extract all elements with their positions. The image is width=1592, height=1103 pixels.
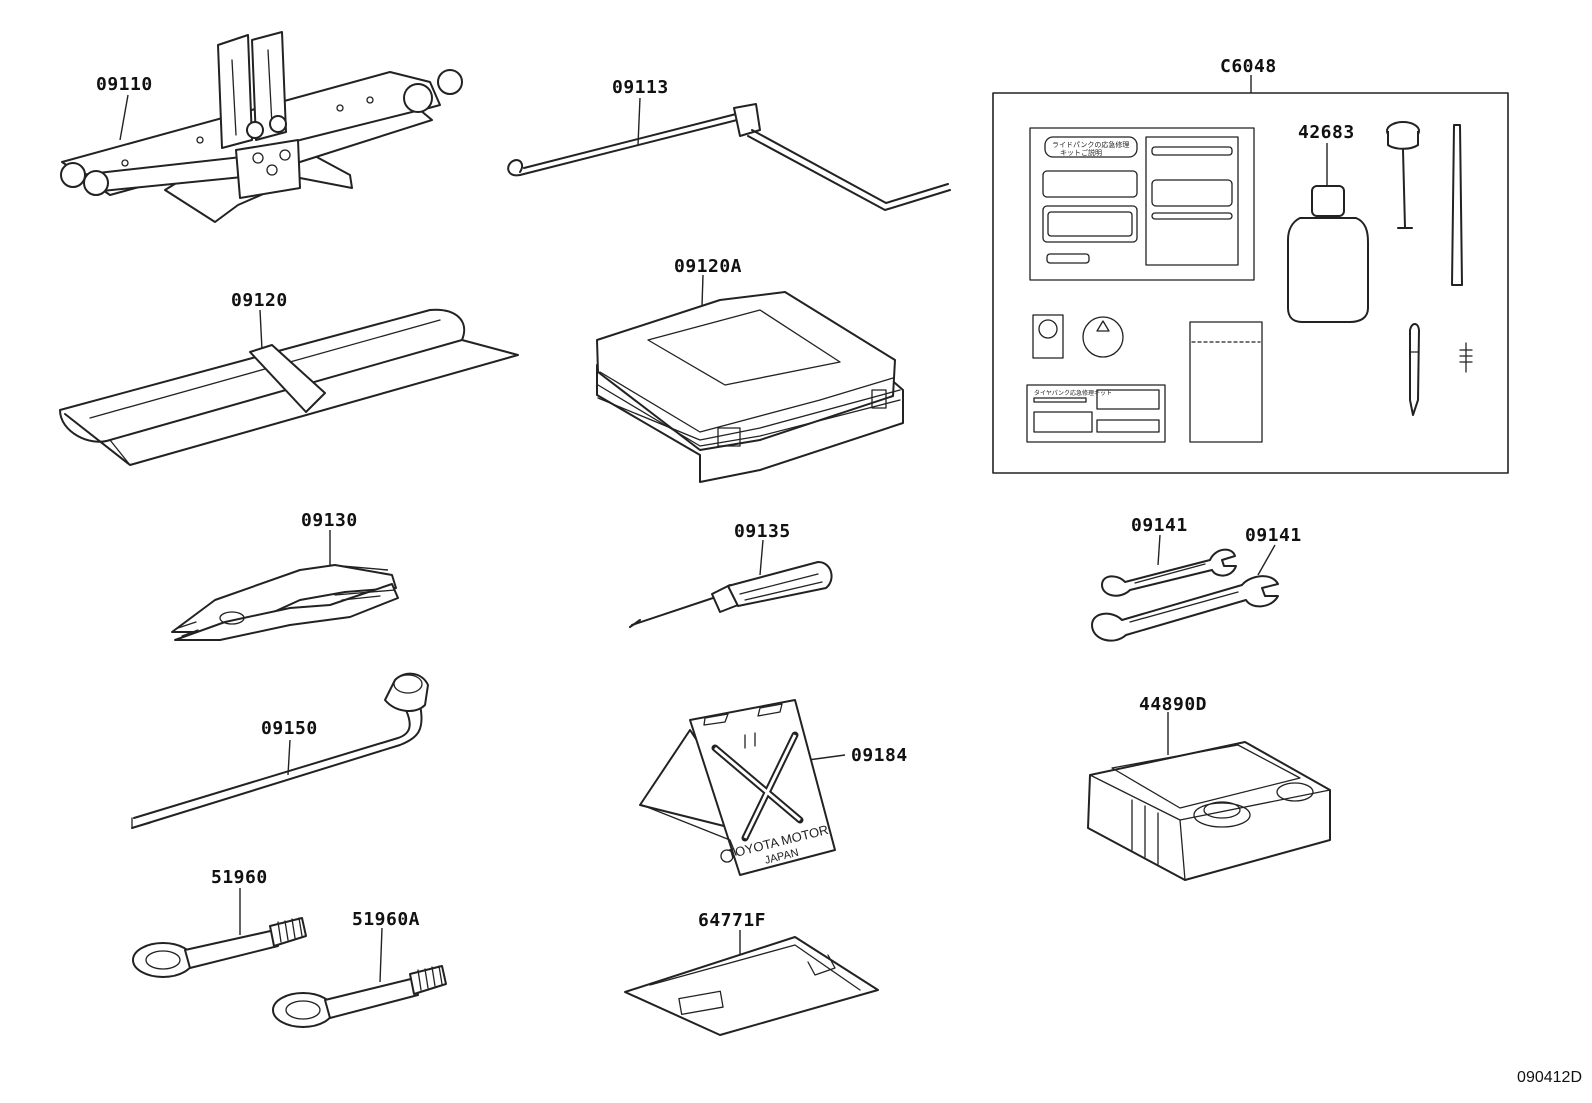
tool-bag-09120 — [59, 308, 519, 466]
label-42683: 42683 — [1298, 122, 1355, 143]
lug-wrench-09150 — [131, 672, 429, 829]
label-C6048: C6048 — [1220, 56, 1277, 77]
label-09113: 09113 — [612, 77, 669, 98]
label-64771F: 64771F — [698, 910, 767, 931]
wheel-chock-09184: TOYOTA MOTOR JAPAN — [639, 699, 846, 876]
label-09184: 09184 — [851, 745, 908, 766]
label-51960: 51960 — [211, 867, 268, 888]
towing-eye-51960 — [132, 888, 307, 978]
label-51960A: 51960A — [352, 909, 421, 930]
manual-bag-64771F — [624, 930, 879, 1036]
svg-text:タイヤパンク応急修理キット: タイヤパンク応急修理キット — [1034, 389, 1112, 397]
svg-text:キットご説明: キットご説明 — [1060, 148, 1102, 157]
reference-code: 090412D — [1517, 1069, 1582, 1086]
compressor-44890D — [1087, 712, 1331, 881]
label-09120: 09120 — [231, 290, 288, 311]
screwdriver-09135 — [629, 539, 833, 628]
towing-eye-51960A — [272, 927, 447, 1028]
label-09141-b: 09141 — [1245, 525, 1302, 546]
label-09130: 09130 — [301, 510, 358, 531]
scissor-jack-09110 — [60, 31, 463, 223]
pliers-09130 — [171, 530, 399, 641]
wrench-09141-a — [1101, 534, 1237, 597]
label-44890D: 44890D — [1139, 694, 1208, 715]
label-09141-a: 09141 — [1131, 515, 1188, 536]
svg-text:ライドパンクの応急修理: ライドパンクの応急修理 — [1052, 140, 1129, 149]
label-09150: 09150 — [261, 718, 318, 739]
tool-box-09120A — [596, 274, 904, 483]
jack-handle-09113 — [507, 97, 951, 211]
wrench-09141-b — [1091, 544, 1279, 642]
label-09110: 09110 — [96, 74, 153, 95]
label-09120A: 09120A — [674, 256, 743, 277]
repair-kit-box-C6048: ライドパンクの応急修理 キットご説明 タイヤパンク応急修理キット — [992, 75, 1509, 474]
label-09135: 09135 — [734, 521, 791, 542]
